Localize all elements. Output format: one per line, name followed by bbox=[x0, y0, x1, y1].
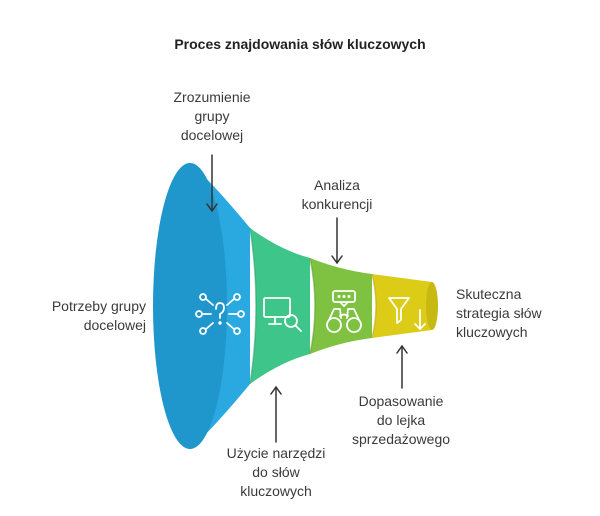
funnel-stage-1 bbox=[153, 163, 250, 449]
binoculars-icon bbox=[326, 290, 362, 333]
funnel-stage-4 bbox=[371, 273, 438, 339]
input-label: Potrzeby grupy docelowej bbox=[51, 298, 146, 333]
stage-1-label: Zrozumienie grupy docelowej bbox=[173, 89, 251, 143]
arrow-stage-3 bbox=[331, 217, 343, 265]
network-question-icon bbox=[195, 293, 245, 335]
stage-4-label: Dopasowanie do lejka sprzedażowego bbox=[351, 393, 451, 447]
stage-2-label: Użycie narzędzi do słów kluczowych bbox=[226, 445, 326, 499]
funnel-stage-2 bbox=[249, 227, 310, 385]
funnel-down-icon bbox=[388, 297, 426, 330]
monitor-search-icon bbox=[263, 297, 302, 332]
diagram-title: Proces znajdowania słów kluczowych bbox=[174, 36, 426, 52]
arrow-stage-4 bbox=[396, 344, 408, 389]
arrow-stage-1 bbox=[206, 154, 218, 213]
funnel-stage-3 bbox=[309, 257, 372, 355]
stage-3-label: Analiza konkurencji bbox=[301, 177, 373, 212]
arrow-stage-2 bbox=[270, 385, 282, 443]
output-label: Skuteczna strategia słów kluczowych bbox=[456, 286, 542, 340]
